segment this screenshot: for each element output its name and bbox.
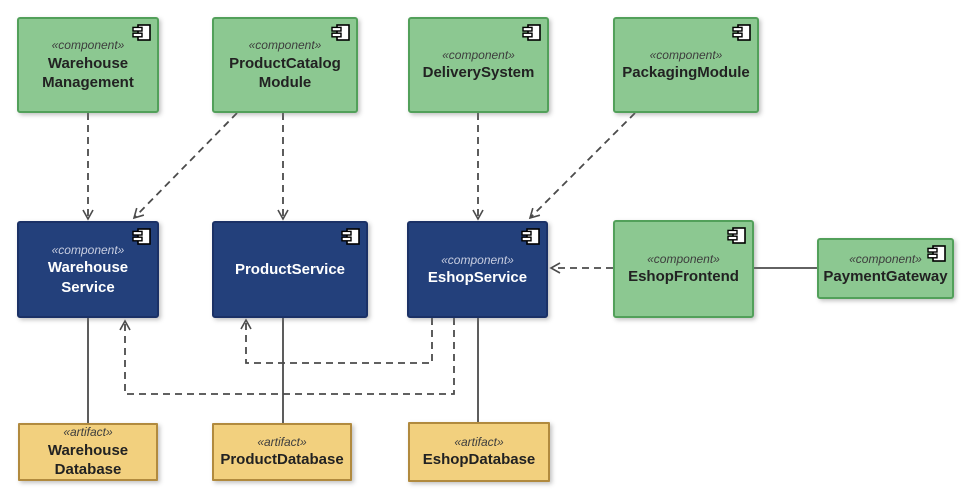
edge-eshopservice-to-warehouseservice <box>119 318 455 395</box>
node-name: EshopService <box>427 268 528 286</box>
stereotype-label: «component» <box>51 242 125 257</box>
component-icon <box>732 24 751 41</box>
component-icon <box>331 24 350 41</box>
stereotype-label: «artifact» <box>454 435 504 450</box>
node-name: PaymentGateway <box>823 267 948 285</box>
node-delivery-system: «component» DeliverySystem <box>408 17 549 113</box>
node-eshop-service: «component» EshopService <box>407 221 548 318</box>
node-warehouse-management: «component» Warehouse Management <box>17 17 159 113</box>
node-name: PackagingModule <box>622 64 750 82</box>
component-icon <box>727 227 746 244</box>
node-name: ProductService <box>234 260 346 278</box>
stereotype-label: «component» <box>849 251 922 266</box>
node-warehouse-database: «artifact» Warehouse Database <box>18 423 158 481</box>
node-product-catalog-module: «component» ProductCatalog Module <box>212 17 358 113</box>
component-icon <box>132 228 151 245</box>
node-name: Warehouse Database <box>47 441 129 479</box>
stereotype-label: «artifact» <box>257 435 307 450</box>
node-name: ProductCatalog Module <box>229 54 341 92</box>
node-name: DeliverySystem <box>422 64 535 82</box>
stereotype-label: «component» <box>647 252 720 267</box>
node-product-database: «artifact» ProductDatabase <box>212 423 352 481</box>
node-packaging-module: «component» PackagingModule <box>613 17 759 113</box>
node-name: EshopDatabase <box>422 451 536 469</box>
node-name: Warehouse Service <box>47 259 129 296</box>
node-name: EshopFrontend <box>628 268 739 286</box>
stereotype-label: «component» <box>441 252 514 267</box>
node-warehouse-service: «component» Warehouse Service <box>17 221 159 318</box>
component-icon <box>132 24 151 41</box>
stereotype-label: «component» <box>51 38 125 53</box>
stereotype-label: «component» <box>248 38 322 53</box>
stereotype-label: «component» <box>649 48 723 63</box>
edge-productcatalogmodule-to-warehouseservice <box>132 112 238 220</box>
stereotype-label: «component» <box>442 48 515 63</box>
node-product-service: ProductService <box>212 221 368 318</box>
component-icon <box>521 228 540 245</box>
component-icon <box>927 245 946 262</box>
stereotype-label: «artifact» <box>63 425 113 440</box>
component-icon <box>522 24 541 41</box>
edge-packagingmodule-to-eshopservice <box>528 112 636 220</box>
node-name: ProductDatabase <box>220 451 344 469</box>
edge-eshopservice-to-productservice <box>240 318 433 364</box>
node-eshop-database: «artifact» EshopDatabase <box>408 422 550 482</box>
component-icon <box>341 228 360 245</box>
node-name: Warehouse Management <box>42 54 134 92</box>
node-payment-gateway: «component» PaymentGateway <box>817 238 954 299</box>
node-eshop-frontend: «component» EshopFrontend <box>613 220 754 318</box>
